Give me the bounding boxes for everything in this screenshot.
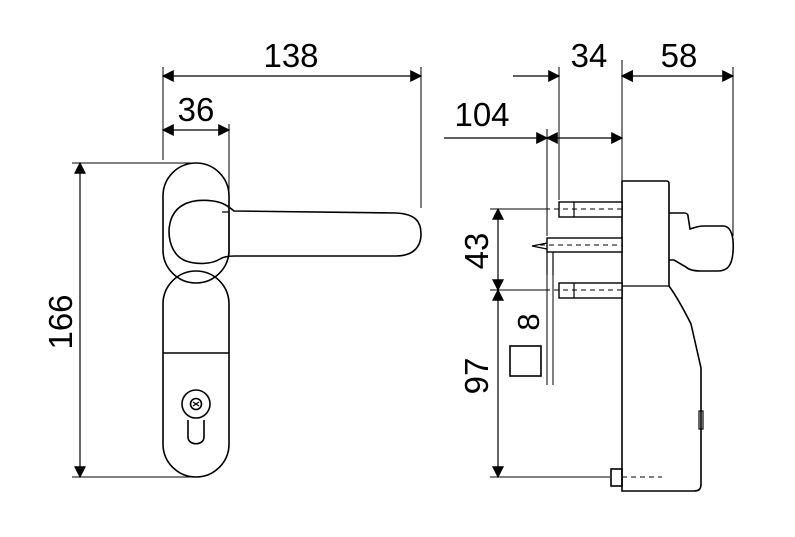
label-36: 36: [178, 91, 215, 128]
square-spindle-section: [509, 345, 542, 377]
spindles: [531, 201, 623, 299]
dimension-34: 34: [513, 37, 633, 200]
lever-side: [669, 212, 735, 272]
door-body: [621, 180, 702, 492]
dimension-166: 166: [42, 161, 196, 479]
dimension-97: 97: [458, 288, 610, 479]
dimension-138: 138: [161, 37, 423, 208]
side-view: [531, 180, 735, 492]
top-rosette: [162, 162, 230, 284]
lever-handle: [168, 199, 422, 265]
label-58: 58: [661, 37, 698, 74]
label-97: 97: [458, 358, 495, 395]
dimension-104: 104: [444, 96, 624, 236]
dimension-36: 36: [161, 91, 231, 212]
lower-escutcheon: [162, 270, 230, 478]
bottom-screw: [610, 468, 662, 487]
lever-shadow: [222, 211, 230, 256]
dimension-43: 43: [458, 207, 548, 292]
label-34: 34: [571, 37, 608, 74]
label-8: 8: [511, 313, 546, 330]
dimension-8: 8: [509, 275, 554, 385]
label-166: 166: [42, 294, 79, 349]
front-view: [162, 162, 422, 478]
label-43: 43: [458, 233, 495, 270]
dimension-58: 58: [620, 37, 735, 236]
side-knob: [698, 410, 704, 430]
label-104: 104: [454, 96, 509, 133]
label-138: 138: [263, 37, 318, 74]
cylinder: [181, 389, 211, 445]
